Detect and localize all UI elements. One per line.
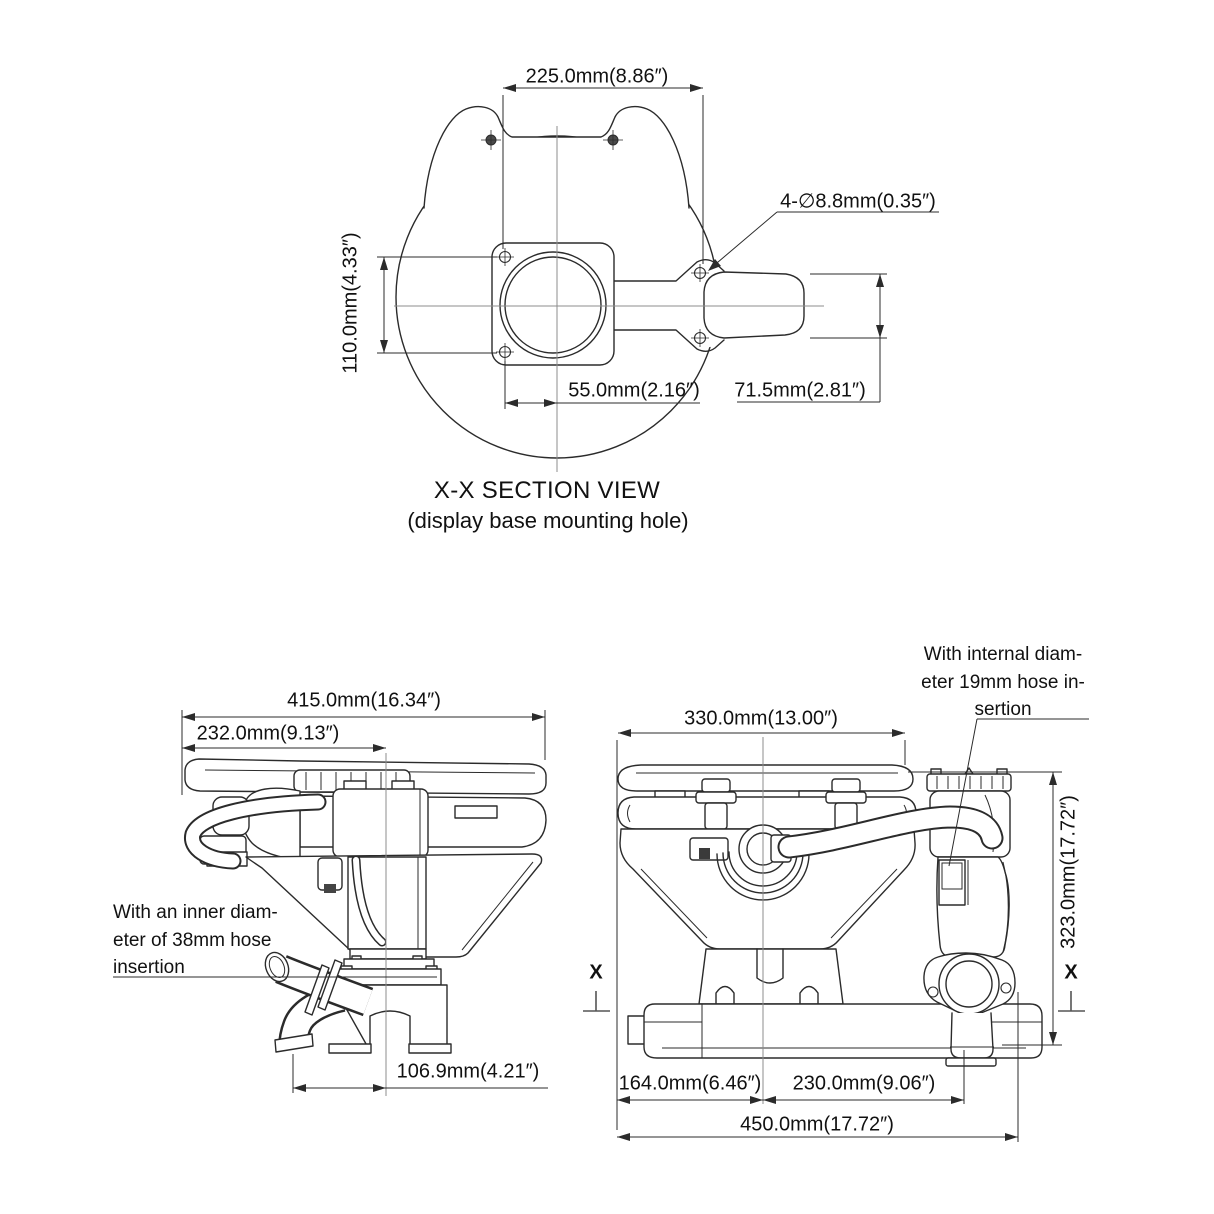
- holes-callout-leader: [710, 211, 939, 269]
- dim-110-graphics: [377, 256, 497, 354]
- hose-19mm-note: With internal diam- eter 19mm hose in- s…: [921, 644, 1085, 721]
- dim-width-top: 225.0mm(8.86″): [525, 65, 669, 88]
- section-plane-mark-right: [1058, 991, 1085, 1012]
- flush-hose: [184, 793, 327, 870]
- dim-left-offset: 164.0mm(6.46″): [618, 1072, 762, 1095]
- holes-callout: 4-∅8.8mm(0.35″): [780, 190, 936, 213]
- discharge-outlet: [703, 271, 805, 339]
- dim-height-left: 110.0mm(4.33″): [339, 232, 362, 374]
- mounting-holes: [481, 130, 709, 361]
- dim-overall-depth: 415.0mm(16.34″): [287, 689, 441, 712]
- dim-overall-height: 323.0mm(17.72″): [1057, 795, 1080, 949]
- section-view-drawing: [377, 84, 939, 472]
- dim-pump-offset: 230.0mm(9.06″): [792, 1072, 936, 1095]
- dim-415-graphics: [181, 710, 546, 795]
- dim-450-graphics: [617, 992, 1019, 1142]
- dim-overall-width: 450.0mm(17.72″): [740, 1113, 894, 1136]
- pump-cap-ribs: [926, 773, 1012, 792]
- dim-230-graphics: [763, 1050, 965, 1104]
- section-marker-left: X: [589, 961, 603, 984]
- drain-opening: [499, 251, 607, 359]
- dim-outlet-width: 71.5mm(2.81″): [734, 379, 866, 402]
- section-plane-mark-left: [583, 991, 610, 1012]
- dim-323-graphics: [908, 771, 1062, 1046]
- flush-hose-front: [777, 805, 1004, 859]
- dim-55-graphics: [504, 361, 700, 409]
- dim-71-graphics: [737, 273, 887, 403]
- dim-offset-bottom: 55.0mm(2.16″): [568, 379, 700, 402]
- dim-seat-width: 330.0mm(13.00″): [684, 707, 838, 730]
- section-marker-right: X: [1064, 961, 1078, 984]
- dim-seat-depth: 232.0mm(9.13″): [196, 722, 340, 745]
- dim-outlet-offset: 106.9mm(4.21″): [396, 1060, 540, 1083]
- front-view-drawing: [616, 718, 1089, 1142]
- bowl-support: [698, 948, 844, 1005]
- discharge-elbow: [264, 951, 374, 1053]
- dim-330-graphics: [618, 732, 906, 765]
- section-view-subtitle: (display base mounting hole): [407, 508, 689, 533]
- pump-inlet-window: [938, 859, 966, 906]
- section-view-title: X-X SECTION VIEW: [433, 477, 661, 504]
- side-view-drawing: [113, 710, 610, 1096]
- discharge-pipe: [950, 1012, 994, 1059]
- dim-225-graphics: [502, 87, 704, 264]
- pump-housing-side: [332, 788, 429, 858]
- hose-38mm-note: With an inner diam- eter of 38mm hose in…: [113, 902, 278, 979]
- toilet-lid-front: [617, 764, 914, 792]
- seat-hinges: [695, 778, 867, 830]
- dim-106-graphics: [292, 1054, 548, 1093]
- note-19-leader: [948, 718, 1089, 867]
- base-plinth: [643, 1003, 1043, 1059]
